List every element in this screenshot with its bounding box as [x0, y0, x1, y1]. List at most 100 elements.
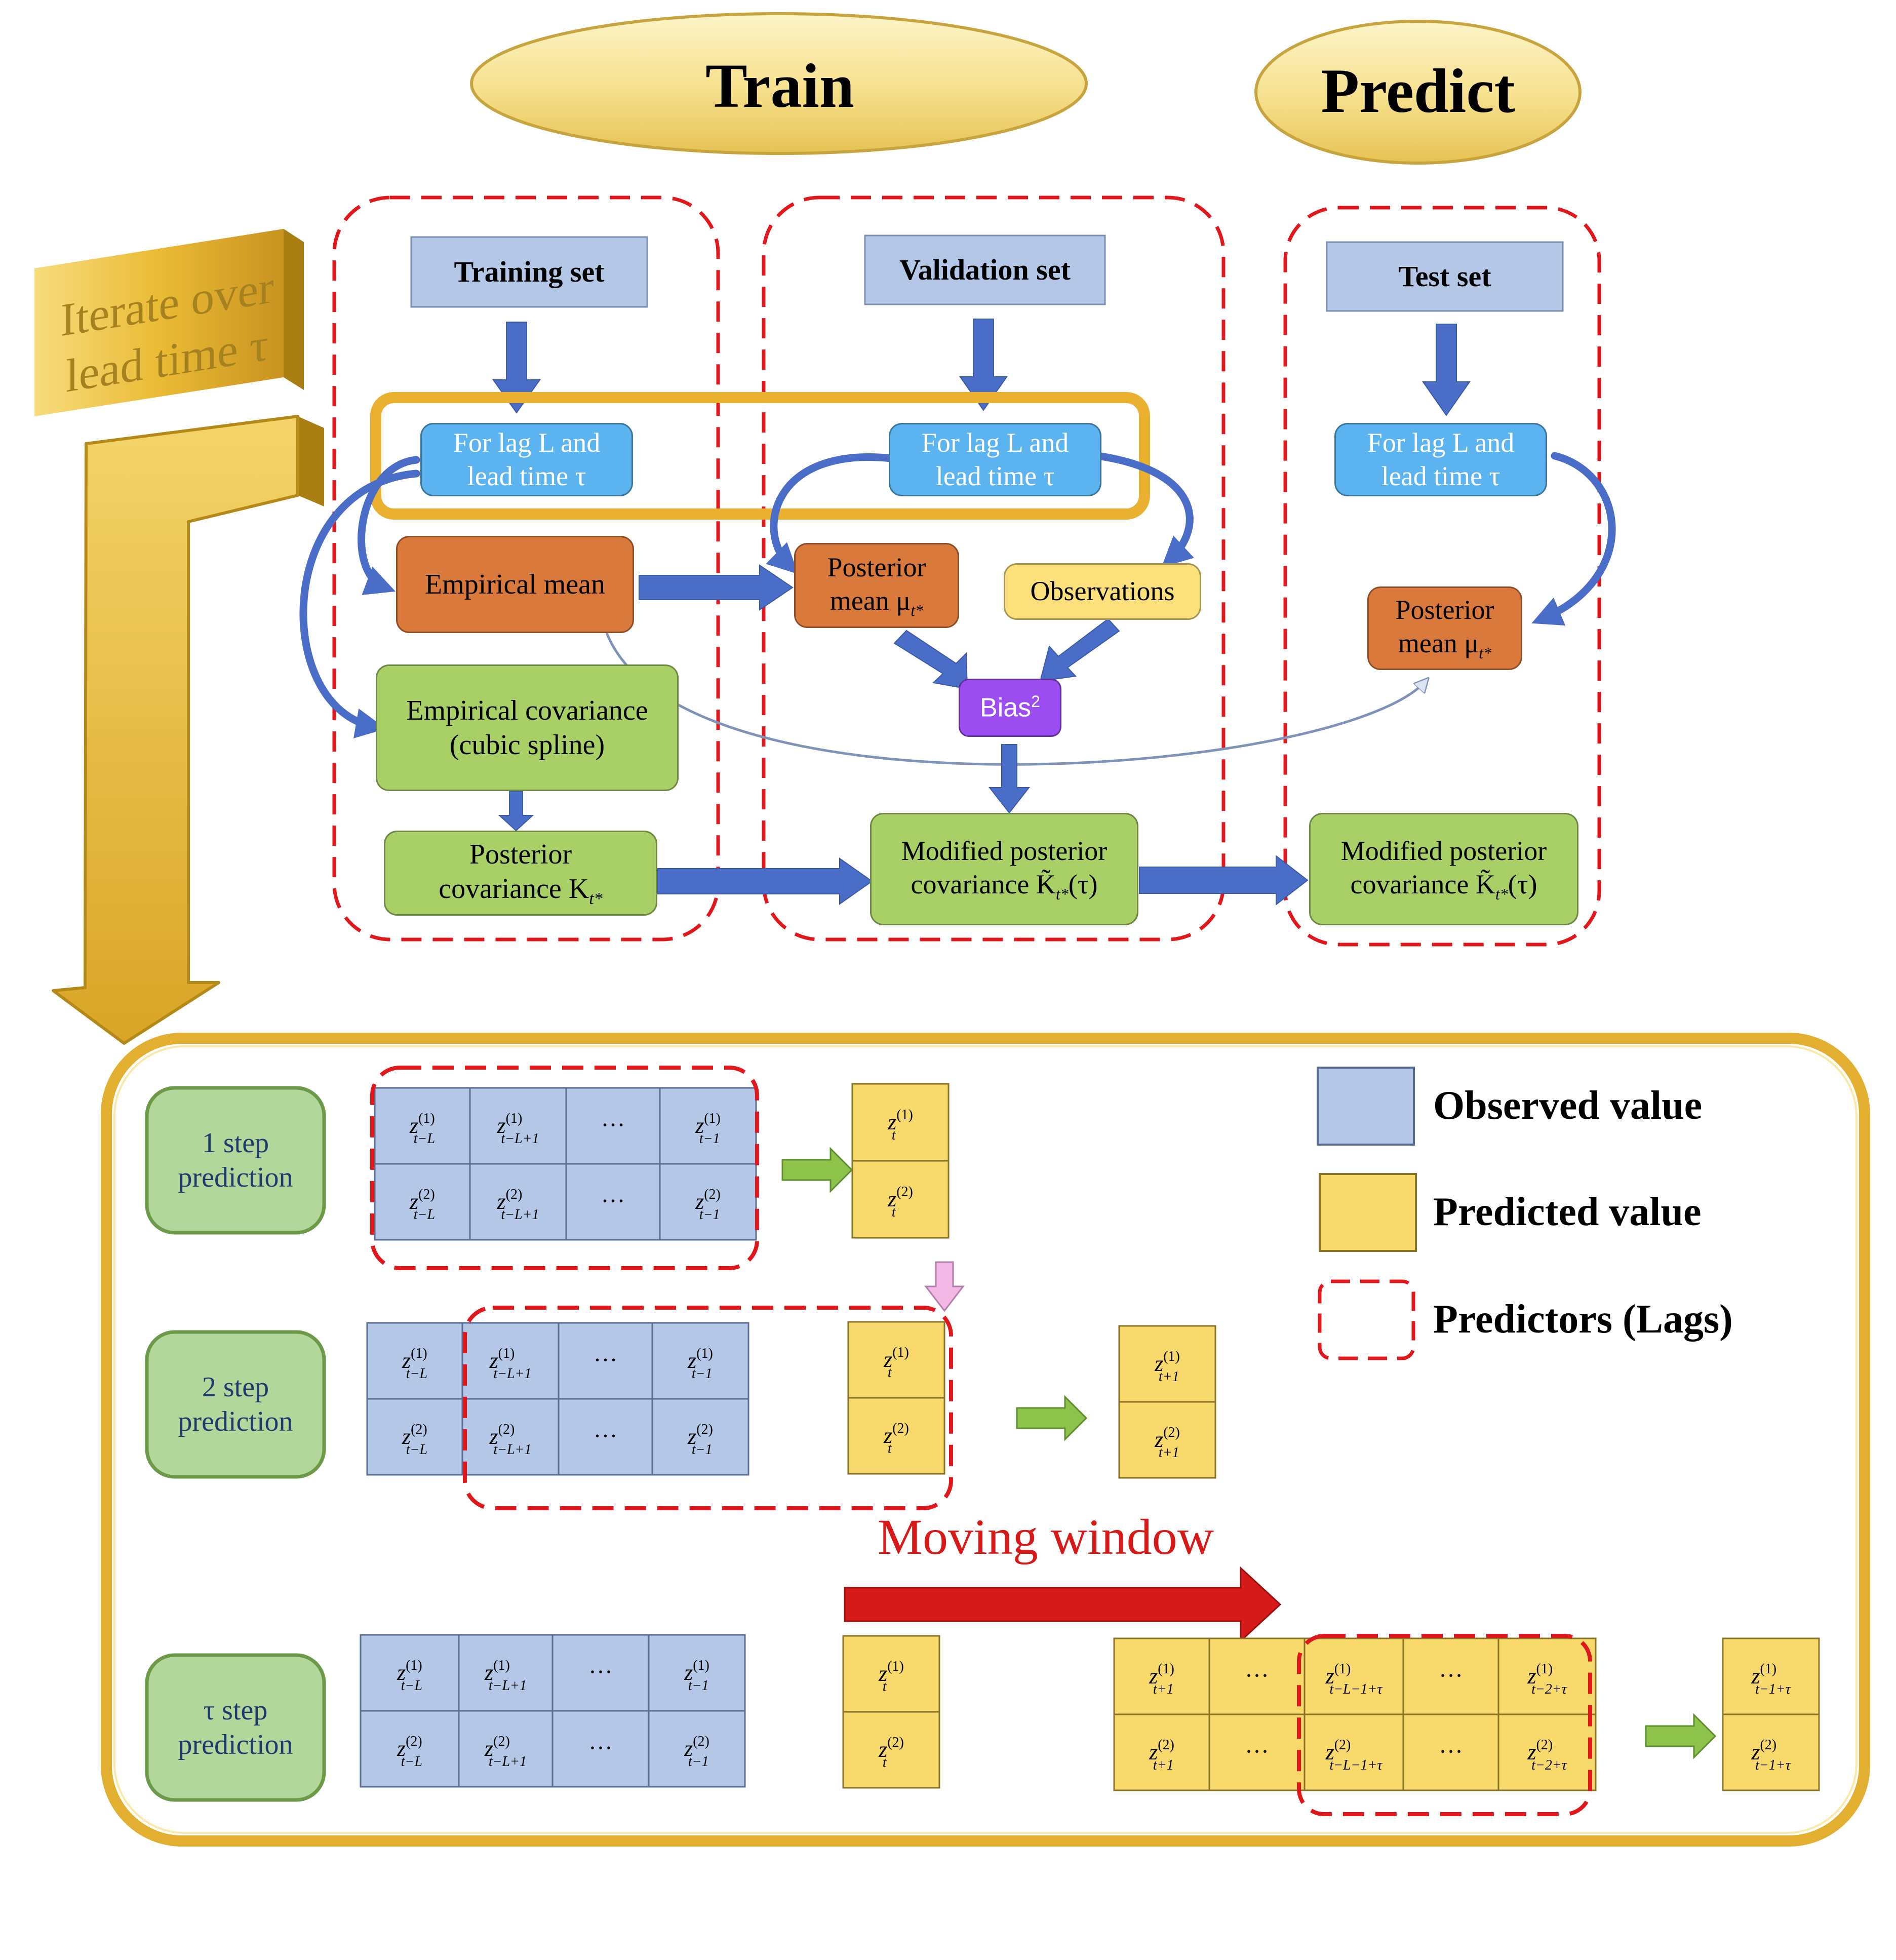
step-tau-box: [145, 1653, 326, 1802]
step1-row1-1-label: z(1)t−L+1: [497, 1111, 539, 1147]
test-posterior-mean-box: Posterior mean μt*: [1367, 586, 1522, 670]
empirical-covariance-line-1: Empirical covariance: [406, 694, 648, 726]
train-lag-line-1: For lag L and: [453, 427, 601, 458]
test-modified-covariance-line-1: Modified posterior: [1340, 835, 1547, 866]
stepT-row2-3-cell: [648, 1710, 746, 1788]
predictor-window-tau: [1297, 1634, 1592, 1816]
stepT-win2-1-cell: [1208, 1713, 1306, 1791]
step1-row1-2-cell: [565, 1087, 661, 1165]
validation-modified-covariance-box: Modified posterior covariance K̃t*(τ): [870, 813, 1138, 925]
stepT-row2-3-label: z(2)t−1: [684, 1734, 709, 1770]
step2-row2-3-label: z(2)t−1: [687, 1422, 713, 1458]
step2-row1-3-cell: [651, 1322, 749, 1400]
validation-posterior-mean-sub: t*: [911, 601, 924, 619]
step2-pred-2-cell: [1118, 1401, 1216, 1479]
test-lag-box: For lag L and lead time τ: [1334, 423, 1547, 496]
stepT-row1-3-cell: [648, 1634, 746, 1712]
stepT-lag-1-cell: [842, 1635, 940, 1713]
stepT-row1-2-label: ···: [588, 1659, 613, 1685]
stepT-win2-4-cell: [1497, 1713, 1597, 1791]
stepT-pred-2-label: z(2)t−1+τ: [1751, 1737, 1791, 1773]
step1-row1-3-label: z(1)t−1: [695, 1111, 721, 1147]
stepT-lag-1-label: z(1)t: [878, 1659, 904, 1695]
lag-highlight-frame: [370, 392, 1150, 520]
validation-set-label: Validation set: [865, 236, 1105, 304]
stepT-win2-0-label: z(2)t+1: [1149, 1737, 1174, 1773]
train-panel-border: [332, 195, 720, 942]
test-set-box: [1326, 241, 1564, 312]
legend-predicted-text: Predicted value: [1433, 1190, 1702, 1235]
legend-predicted-swatch: [1319, 1173, 1417, 1252]
predict-header-shape: [1254, 20, 1582, 165]
legend-predictors-text: Predictors (Lags): [1433, 1297, 1733, 1342]
stepT-pred-1-label: z(1)t−1+τ: [1751, 1661, 1791, 1697]
predict-header-text: Predict: [1321, 56, 1515, 126]
step1-row2-1-cell: [469, 1163, 567, 1241]
test-lag-line-1: For lag L and: [1367, 427, 1515, 458]
train-header-text: Train: [705, 51, 854, 121]
step2-pred-1-label: z(1)t+1: [1154, 1349, 1180, 1385]
flow-curves: [299, 452, 1616, 738]
set-arrows: [492, 319, 1471, 416]
iterate-arrow: [52, 415, 299, 1045]
step-tau-line-2: prediction: [178, 1729, 293, 1760]
training-set-label: Training set: [411, 237, 647, 307]
legend-predicted-label: Predicted value: [1433, 1174, 1747, 1251]
legend-predictors-swatch: [1318, 1279, 1415, 1360]
validation-modified-covariance-sub: t*: [1055, 884, 1069, 903]
stepT-row2-2-label: ···: [588, 1735, 613, 1761]
stepT-win1-4-label: z(1)t−2+τ: [1527, 1661, 1567, 1697]
stepT-row2-0-cell: [360, 1710, 460, 1788]
observations-box: Observations: [1004, 563, 1201, 620]
step2-lag-2-label: z(2)t: [883, 1421, 909, 1457]
validation-posterior-mean-line-2: mean μ: [830, 585, 911, 616]
stepT-win2-1-label: ···: [1245, 1738, 1269, 1765]
step-2-box: [145, 1330, 326, 1479]
stepT-row2-1-cell: [458, 1710, 554, 1788]
stepT-win2-3-label: ···: [1439, 1738, 1463, 1765]
observations-text: Observations: [1030, 576, 1175, 607]
step-tau-label: τ step prediction: [147, 1655, 324, 1800]
train-header-shape: [470, 12, 1088, 155]
train-lag-box: For lag L and lead time τ: [420, 423, 633, 496]
down-pink-arrow: [924, 1261, 965, 1312]
step1-row1-3-cell: [659, 1087, 757, 1165]
moving-window-label: Moving window: [836, 1499, 1256, 1575]
stepT-row2-1-label: z(2)t−L+1: [484, 1734, 527, 1770]
stepT-win2-3-cell: [1402, 1713, 1499, 1791]
iterate-arrow-side: [298, 416, 324, 506]
empirical-mean-text: Empirical mean: [424, 568, 606, 600]
validation-modified-covariance-arg: (τ): [1068, 869, 1098, 899]
step-1-line-1: 1 step: [202, 1127, 269, 1159]
step2-row2-0-cell: [366, 1398, 463, 1476]
test-posterior-mean-line-1: Posterior: [1395, 595, 1494, 625]
stepT-win1-3-cell: [1402, 1637, 1499, 1715]
step2-row1-0-cell: [366, 1322, 463, 1400]
validation-set-text: Validation set: [899, 253, 1071, 286]
step2-row1-1-label: z(1)t−L+1: [489, 1346, 532, 1382]
legend-observed-text: Observed value: [1433, 1083, 1703, 1128]
stepT-win2-2-cell: [1304, 1713, 1404, 1791]
stepT-win1-0-cell: [1113, 1637, 1210, 1715]
bias-box: Bias2: [959, 679, 1061, 737]
step2-row1-2-cell: [558, 1322, 653, 1400]
predictor-window-2: [463, 1306, 953, 1510]
train-lag-line-2: lead time τ: [467, 460, 586, 491]
step1-row2-2-cell: [565, 1163, 661, 1241]
empirical-covariance-box: Empirical covariance (cubic spline): [376, 664, 679, 791]
iterate-block-side: [284, 229, 304, 390]
step-2-line-2: prediction: [178, 1406, 293, 1437]
empirical-mean-box: Empirical mean: [396, 536, 634, 633]
stepT-win1-1-label: ···: [1245, 1662, 1269, 1689]
step1-pred-2-label: z(2)t: [887, 1184, 913, 1220]
predictor-window-1: [370, 1066, 759, 1270]
legend-predictors-label: Predictors (Lags): [1433, 1281, 1788, 1358]
validation-lag-line-2: lead time τ: [935, 460, 1055, 491]
step1-row1-0-label: z(1)t−L: [409, 1111, 435, 1147]
step-1-line-2: prediction: [178, 1162, 293, 1193]
stepT-win1-0-label: z(1)t+1: [1149, 1661, 1174, 1697]
posterior-covariance-line-1: Posterior: [469, 838, 572, 870]
step2-row2-2-label: ···: [594, 1423, 618, 1449]
posterior-covariance-line-2: covariance K: [439, 873, 589, 905]
